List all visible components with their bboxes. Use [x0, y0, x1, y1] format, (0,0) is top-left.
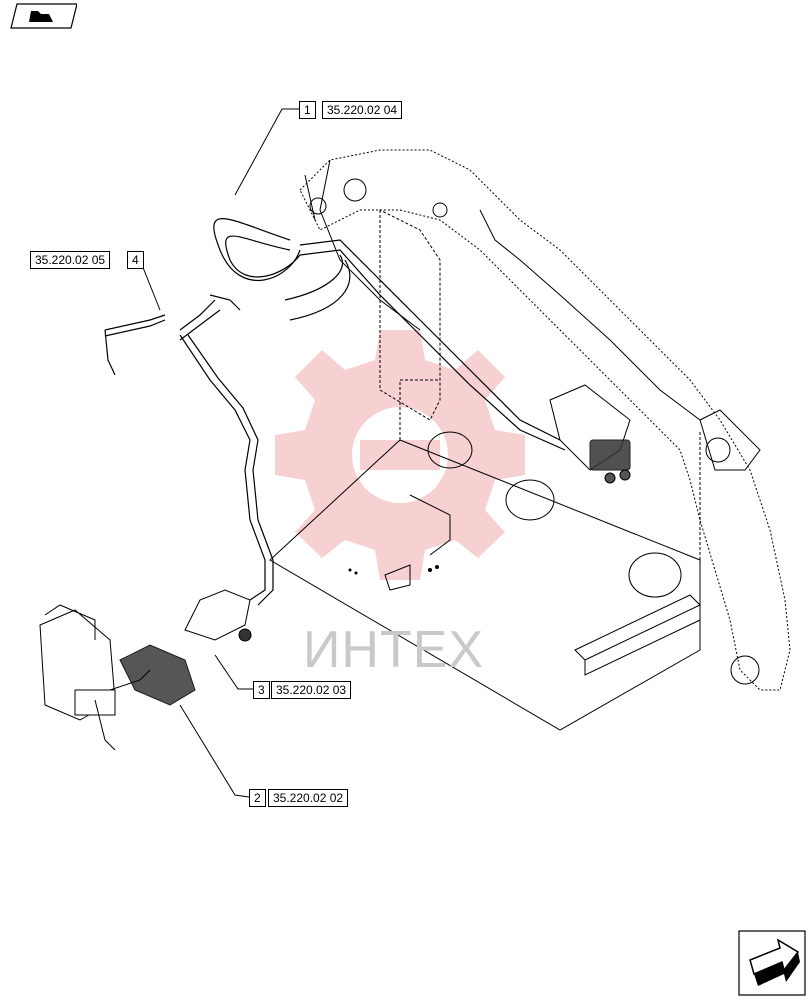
chassis-frame	[299, 149, 791, 691]
callout-3-number[interactable]: 3	[253, 681, 270, 699]
callout-2-number[interactable]: 2	[249, 789, 266, 807]
callout-4-ref[interactable]: 35.220.02 05	[30, 251, 111, 269]
folder-icon[interactable]	[5, 2, 78, 30]
next-page-arrow-icon[interactable]	[738, 930, 806, 996]
next-page-arrow-graphic	[738, 930, 806, 996]
callout-4-number[interactable]: 4	[127, 251, 144, 269]
control-valve-block	[549, 384, 631, 484]
watermark-text: ИНТЕХ	[303, 621, 485, 679]
folder-icon-graphic	[10, 3, 78, 29]
step-plate	[574, 594, 701, 676]
callout-3-ref[interactable]: 35.220.02 03	[271, 681, 352, 699]
callout-1-number[interactable]: 1	[299, 101, 316, 119]
watermark-gear-logo	[275, 330, 525, 580]
callout-2-ref[interactable]: 35.220.02 02	[268, 789, 349, 807]
pump-assembly	[39, 589, 252, 751]
leader-lines	[139, 108, 299, 798]
floor-bracket	[348, 565, 439, 575]
callout-1-ref[interactable]: 35.220.02 04	[322, 101, 403, 119]
hydraulic-hoses	[104, 218, 566, 606]
